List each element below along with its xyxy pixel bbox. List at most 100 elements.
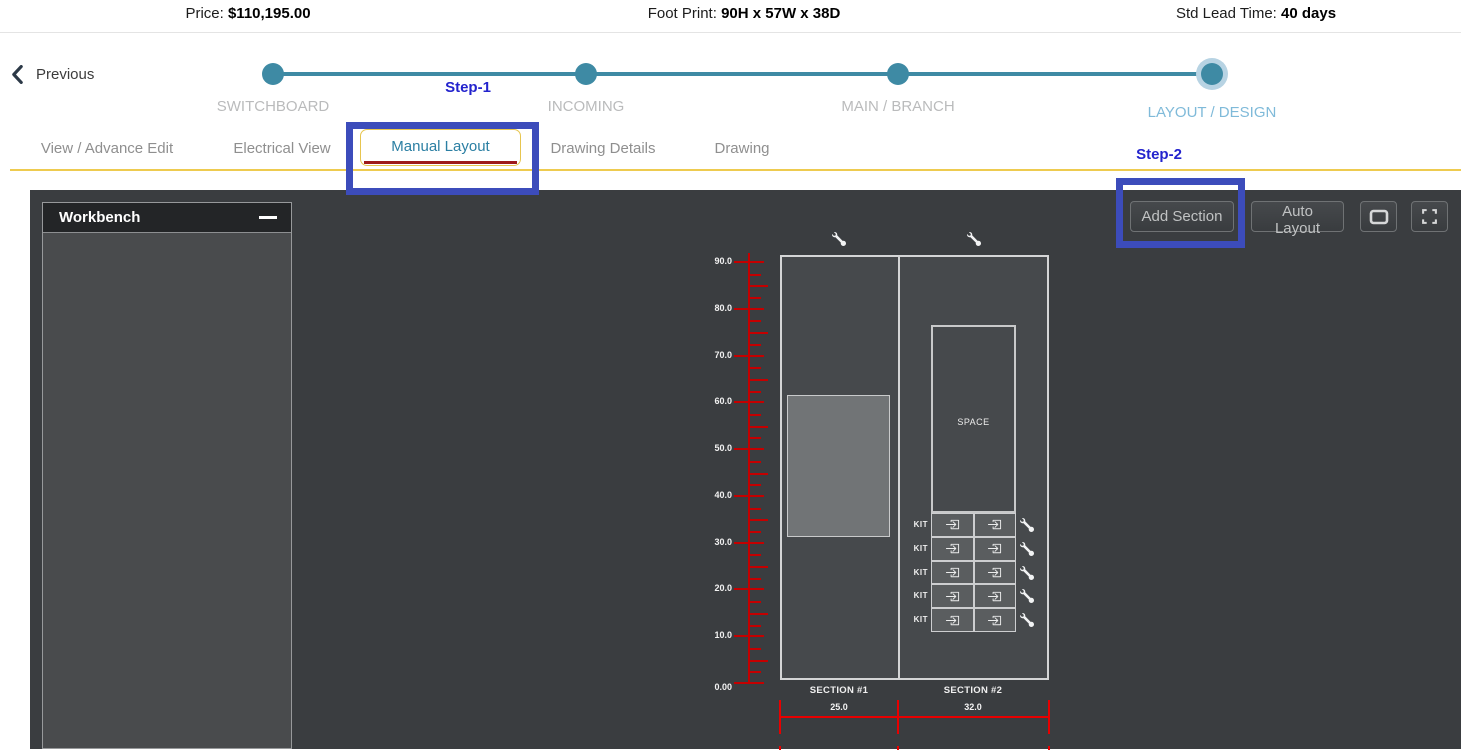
ruler-tick-label: 50.0 <box>714 443 732 454</box>
step-1-annotation: Step-1 <box>445 79 491 96</box>
minus-icon[interactable] <box>259 216 277 219</box>
tab-bar-divider <box>10 169 1461 171</box>
footprint-info: Foot Print: 90H x 57W x 38D <box>648 5 841 22</box>
ruler-major-tick <box>734 494 764 497</box>
kit-row-wrench-button[interactable] <box>1020 517 1036 537</box>
box-arrow-in-right-icon <box>945 544 959 554</box>
wrench-icon <box>1020 613 1034 628</box>
auto-layout-button[interactable]: Auto Layout <box>1251 201 1344 237</box>
wrench-icon <box>1020 565 1034 580</box>
ruler-major-tick <box>734 261 764 263</box>
step-node-incoming[interactable] <box>575 63 597 85</box>
kit-row-wrench-button[interactable] <box>1020 541 1036 561</box>
wrench-icon <box>1020 517 1034 532</box>
box-arrow-in-right-icon <box>988 615 1002 625</box>
section-2-wrench-button[interactable] <box>966 231 981 251</box>
workbench-title: Workbench <box>59 209 141 226</box>
box-arrow-in-right-icon <box>945 520 959 530</box>
price-info: Price: $110,195.00 <box>185 5 310 22</box>
price-value: $110,195.00 <box>227 5 311 22</box>
fullscreen-button[interactable] <box>1411 201 1448 232</box>
lead-time-label: Std Lead Time: <box>1175 5 1277 22</box>
ruler-minor-tick <box>749 273 761 276</box>
wrench-icon <box>832 231 846 246</box>
fullscreen-icon <box>1422 209 1437 224</box>
footprint-label: Foot Print: <box>647 5 717 22</box>
ruler-major-tick <box>734 682 764 685</box>
dimension-tick-bottom <box>897 746 899 750</box>
device-block[interactable] <box>787 395 890 537</box>
kit-slot-button[interactable] <box>931 536 974 561</box>
step-node-main-branch[interactable] <box>887 63 909 85</box>
ruler-major-tick <box>734 307 764 310</box>
ruler-minor-tick <box>749 484 761 487</box>
kit-row-wrench-button[interactable] <box>1020 613 1036 632</box>
ruler-minor-tick <box>749 437 761 440</box>
previous-button[interactable]: Previous <box>12 65 94 84</box>
ruler-minor-tick <box>749 390 761 393</box>
space-box[interactable]: SPACE <box>931 325 1016 513</box>
step-node-layout-design[interactable] <box>1201 63 1223 85</box>
dimension-line <box>779 716 1050 718</box>
kit-slot-button[interactable] <box>973 608 1016 632</box>
box-arrow-in-right-icon <box>988 520 1002 530</box>
ruler-major-tick <box>734 541 764 544</box>
box-arrow-in-right-icon <box>945 591 959 601</box>
dimension-tick-bottom <box>779 746 781 750</box>
step-2-annotation: Step-2 <box>1136 146 1182 163</box>
ruler-minor-tick <box>749 601 761 604</box>
kit-row-wrench-button[interactable] <box>1020 565 1036 585</box>
tab-drawing-details[interactable]: Drawing Details <box>550 140 656 157</box>
chevron-left-icon <box>12 65 23 84</box>
price-label: Price: <box>185 5 224 22</box>
box-arrow-in-right-icon <box>988 544 1002 554</box>
kit-slot-button[interactable] <box>973 536 1016 561</box>
section-2-width: 32.0 <box>964 702 982 712</box>
kit-slot-button[interactable] <box>931 608 974 632</box>
kit-slot-button[interactable] <box>931 584 974 609</box>
kit-slot-button[interactable] <box>931 560 974 585</box>
kit-slot-button[interactable] <box>931 513 974 537</box>
ruler-tick-label: 20.0 <box>714 583 732 594</box>
kit-table <box>931 513 1016 632</box>
tab-label-manual-layout: Manual Layout <box>391 138 490 155</box>
ruler-minor-tick <box>749 378 768 381</box>
ruler-tick-label: 40.0 <box>714 489 732 500</box>
tab-drawing[interactable]: Drawing <box>714 140 770 157</box>
section-1-width: 25.0 <box>830 702 848 712</box>
add-section-button[interactable]: Add Section <box>1130 201 1234 232</box>
ruler-minor-tick <box>749 531 761 533</box>
layout-canvas: Workbench Add Section Auto Layout SPACE … <box>30 190 1461 750</box>
ruler-minor-tick <box>749 332 768 335</box>
section-1-wrench-button[interactable] <box>832 231 846 251</box>
window-button[interactable] <box>1360 201 1397 232</box>
ruler-minor-tick <box>749 297 761 300</box>
ruler-minor-tick <box>749 367 761 370</box>
kit-row <box>931 608 1016 632</box>
kit-row-wrench-button[interactable] <box>1020 589 1036 608</box>
kit-row-label: KIT <box>913 615 928 625</box>
kit-slot-button[interactable] <box>973 560 1016 585</box>
kit-slot-button[interactable] <box>973 513 1016 537</box>
kit-row <box>931 513 1016 537</box>
ruler-axis <box>748 253 750 683</box>
kit-slot-button[interactable] <box>973 584 1016 609</box>
ruler-minor-tick <box>749 612 768 615</box>
ruler-minor-tick <box>749 519 768 522</box>
tab-view-advance-edit[interactable]: View / Advance Edit <box>40 140 174 157</box>
box-arrow-in-right-icon <box>988 567 1002 578</box>
tab-manual-layout[interactable]: Manual Layout <box>360 129 521 166</box>
wrench-icon <box>1020 589 1034 604</box>
kit-row <box>931 560 1016 585</box>
ruler-minor-tick <box>749 414 761 417</box>
section-2-label: SECTION #2 <box>943 685 1003 696</box>
lead-time-value: 40 days <box>1281 5 1337 22</box>
window-icon <box>1369 209 1388 224</box>
ruler-minor-tick <box>749 343 761 346</box>
workbench-panel: Workbench <box>42 202 292 749</box>
ruler-major-tick <box>734 401 764 404</box>
step-node-switchboard[interactable] <box>262 63 284 85</box>
top-info-bar: Price: $110,195.00 Foot Print: 90H x 57W… <box>0 0 1461 33</box>
tab-electrical-view[interactable]: Electrical View <box>233 140 331 157</box>
ruler-minor-tick <box>749 460 761 463</box>
